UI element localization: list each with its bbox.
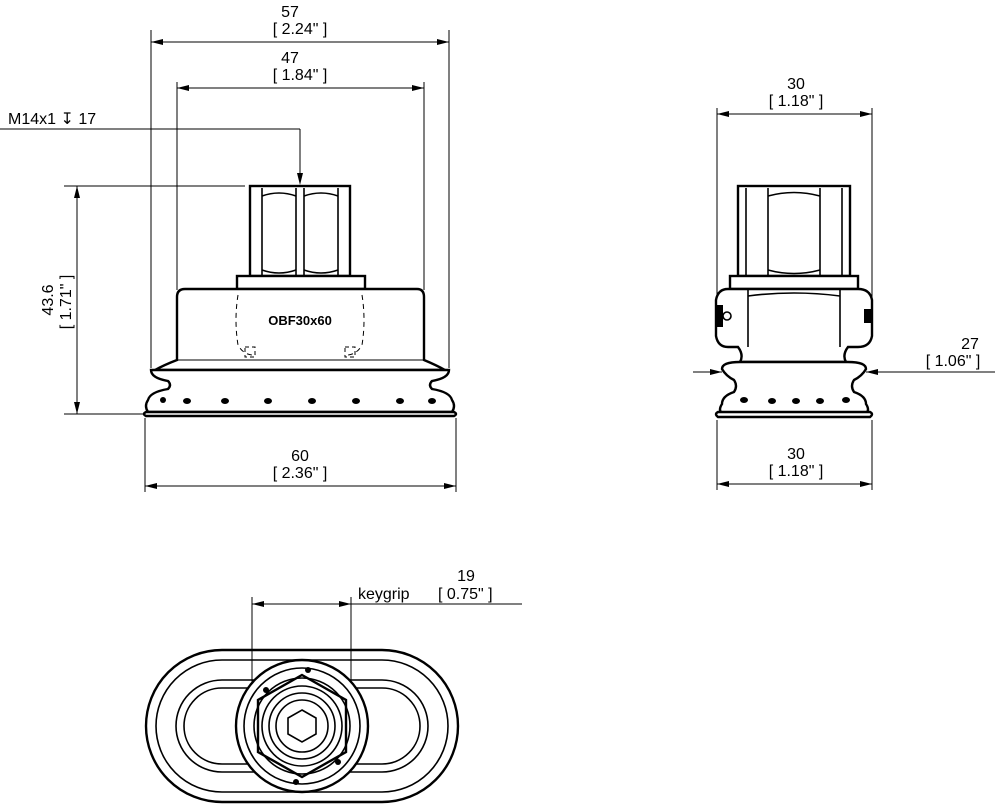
cup-body: OBF30x60 [150,287,450,372]
dimension-47: 47 [ 1.84" ] [176,50,425,290]
dimension-60-inch: [ 2.36" ] [273,465,328,482]
dimension-57-inch: [ 2.24" ] [273,21,328,38]
side-view: 30 [ 1.18" ] [693,76,995,490]
dimension-30-top: 30 [ 1.18" ] [716,76,873,325]
dimension-27-value: 27 [961,336,979,353]
side-body [714,287,874,364]
thread-callout: M14x1 ↧ 17 [0,111,303,185]
keygrip-inch: [ 0.75" ] [438,586,493,603]
side-bellows [714,360,874,419]
thread-callout-text: M14x1 ↧ 17 [8,111,96,128]
embossed-label: OBF30x60 [268,313,332,328]
dimension-47-value: 47 [281,50,299,67]
dimension-57: 57 [ 2.24" ] [150,4,450,368]
top-hex-fitting [234,658,370,794]
bellows [142,368,458,418]
dimension-30-bottom-inch: [ 1.18" ] [769,463,824,480]
keygrip-label: keygrip [358,586,410,603]
dimension-60: 60 [ 2.36" ] [144,418,457,492]
dimension-47-inch: [ 1.84" ] [273,67,328,84]
hex-socket-icon [287,709,317,743]
hex-fitting [248,184,352,278]
front-view: 57 [ 2.24" ] 47 [ 1.84" ] M14x1 ↧ 17 [0,4,458,492]
dimension-27: 27 [ 1.06" ] [693,336,995,375]
side-collar [728,274,860,291]
collar [235,274,367,291]
dimension-60-value: 60 [291,448,309,465]
dimension-30-bottom: 30 [ 1.18" ] [716,420,873,490]
dimension-43-6: 43.6 [ 1.71" ] [40,185,245,415]
dimension-30-top-value: 30 [787,76,805,93]
dimension-30-top-inch: [ 1.18" ] [769,93,824,110]
keygrip-value: 19 [457,568,475,585]
top-view: 19 keygrip [ 0.75" ] [144,568,522,804]
dimension-43-6-value: 43.6 [40,284,57,315]
dimension-57-value: 57 [281,4,299,21]
dimension-30-bottom-value: 30 [787,446,805,463]
dimension-43-6-inch: [ 1.71" ] [58,275,75,330]
dimension-keygrip: 19 keygrip [ 0.75" ] [251,568,522,690]
bellows-holes [160,397,436,404]
side-hex-fitting [736,184,852,278]
dimension-27-inch: [ 1.06" ] [926,353,981,370]
